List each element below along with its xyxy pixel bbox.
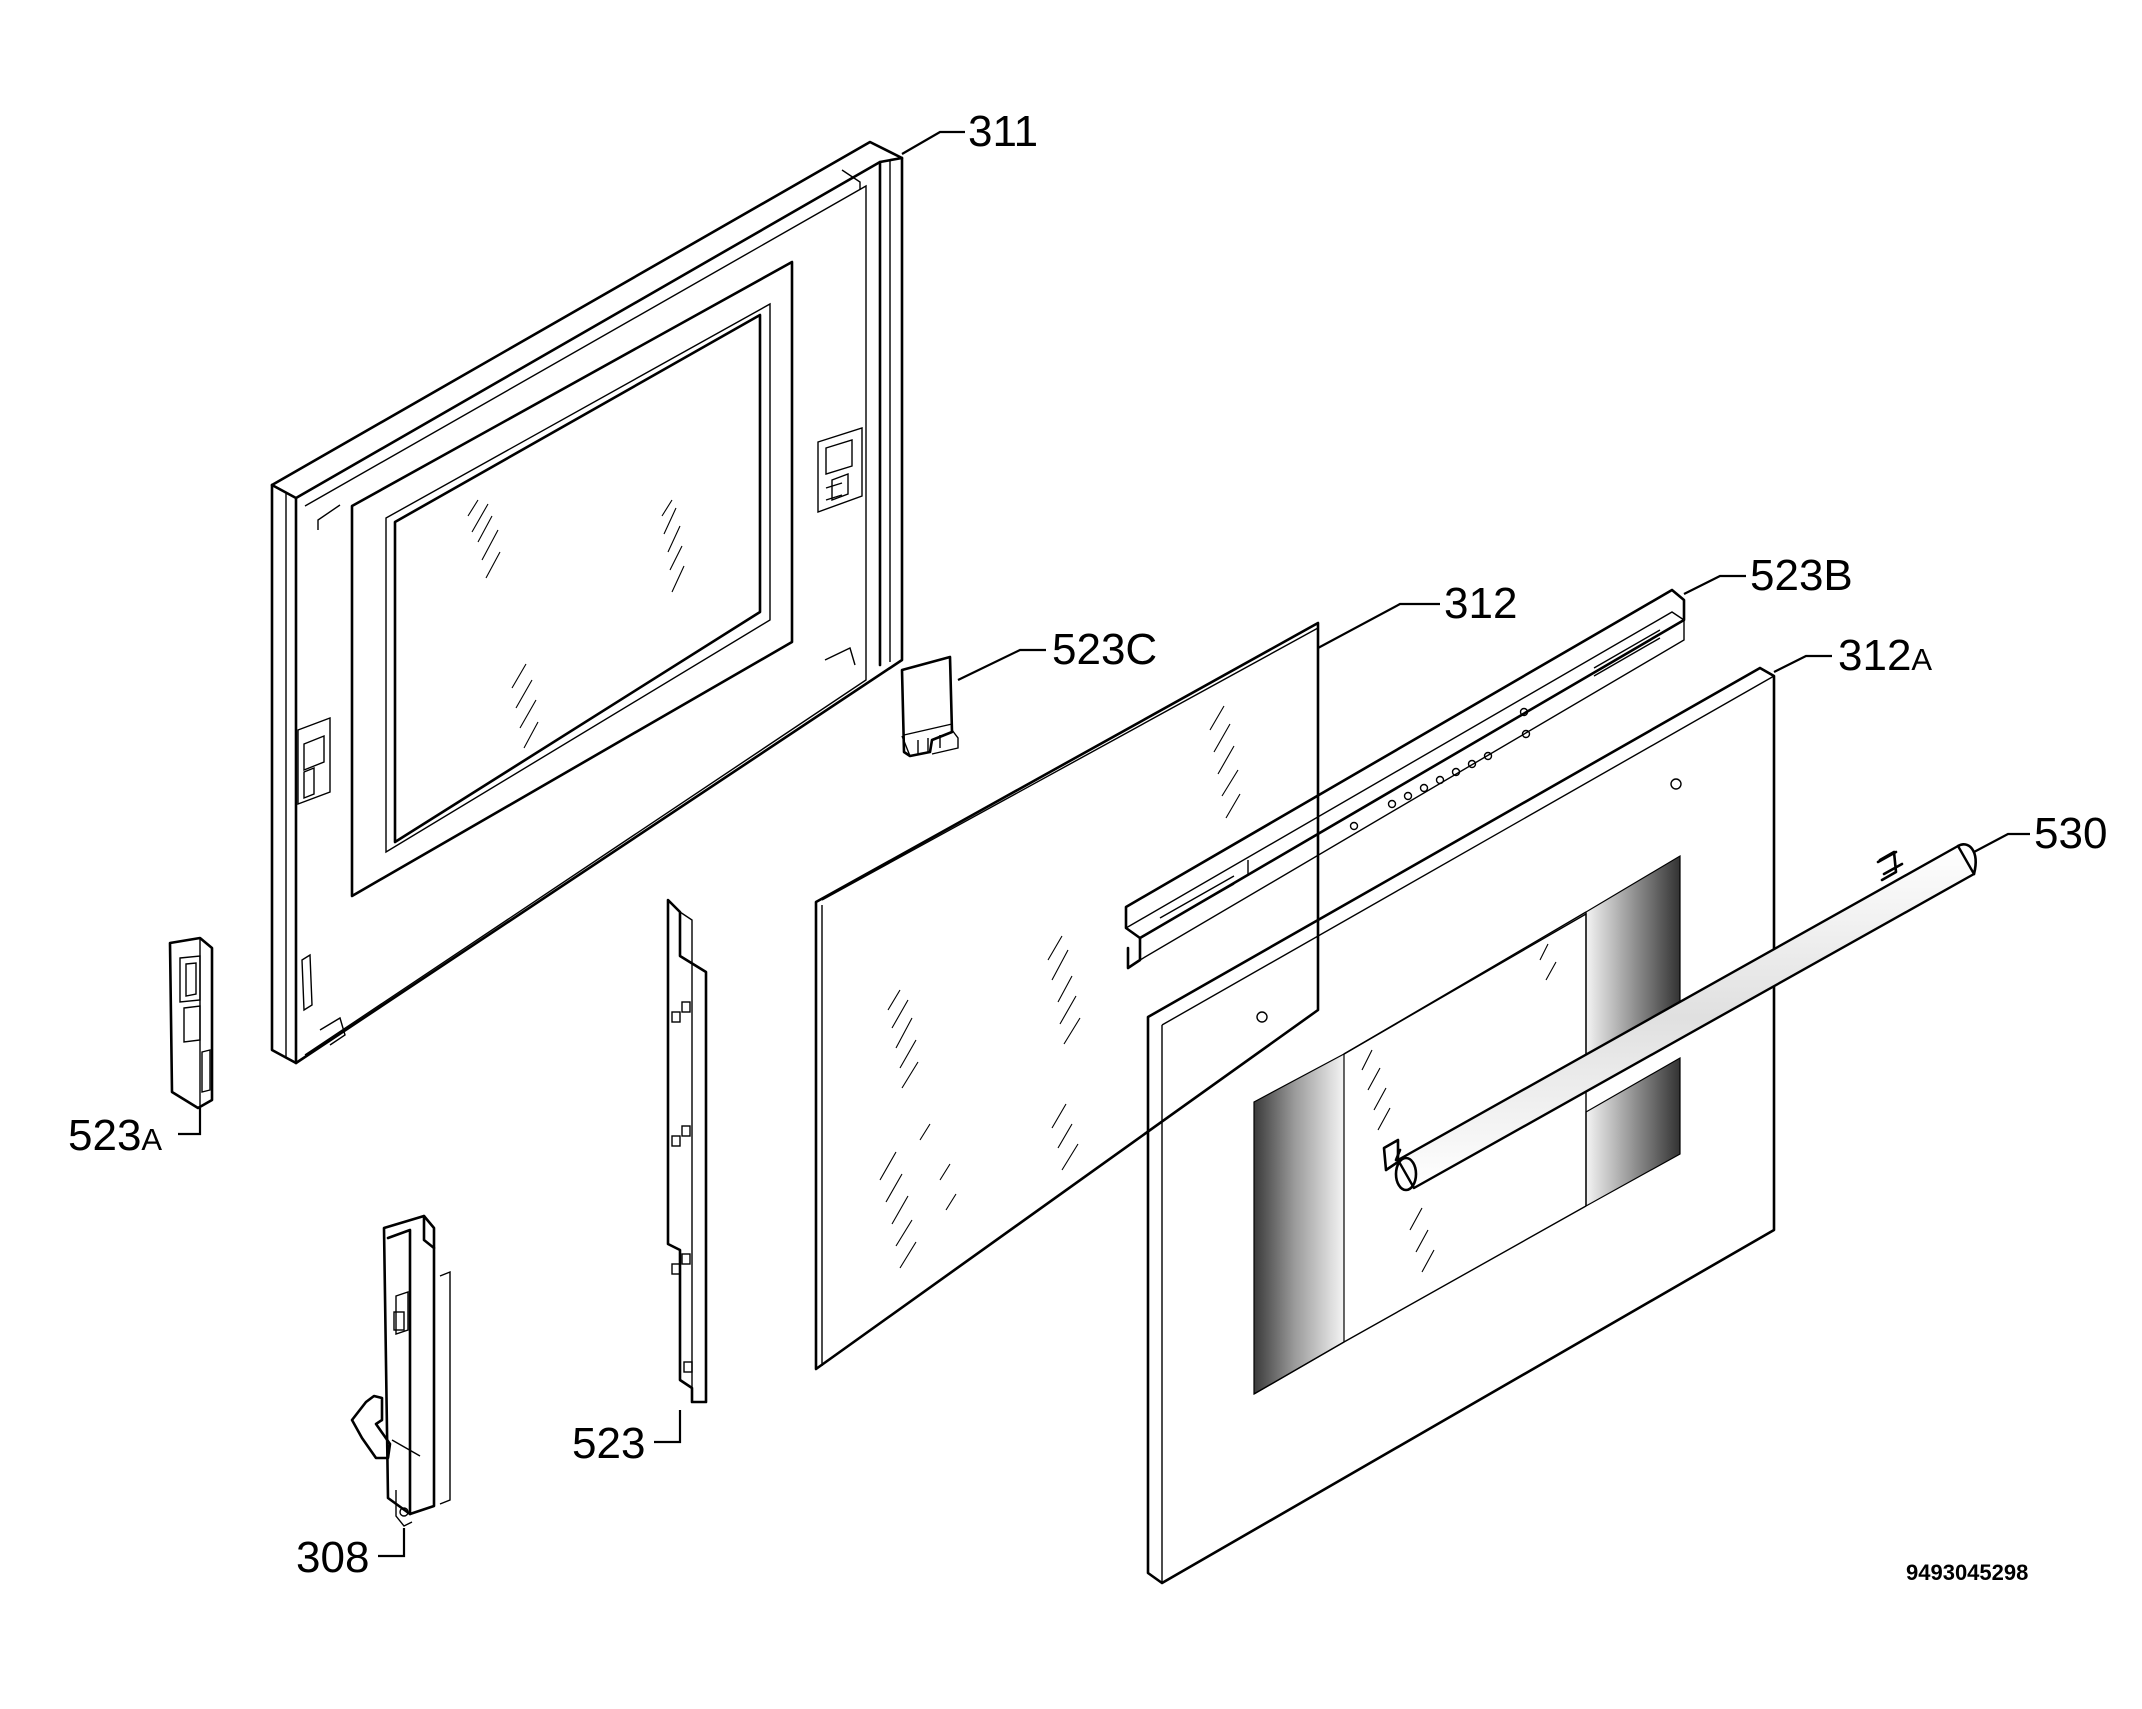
part-523B-top-profile (1124, 588, 1686, 970)
hinge-bracket-right (817, 427, 863, 513)
callout-312A: 312A (1773, 631, 1932, 680)
callout-311-label: 311 (968, 107, 1038, 156)
callout-312-label: 312 (1444, 579, 1517, 628)
callout-523A: 523A (68, 1108, 202, 1160)
callout-523A-label: 523A (68, 1111, 162, 1160)
profile-holes (1349, 707, 1531, 831)
callout-523-label: 523 (572, 1419, 645, 1468)
callout-308-label: 308 (296, 1533, 369, 1582)
part-523-side-profile (666, 898, 708, 1404)
callout-312: 312 (1317, 579, 1517, 649)
callout-523: 523 (572, 1410, 682, 1468)
callout-311: 311 (901, 107, 1038, 156)
callout-312A-label: 312A (1838, 631, 1932, 680)
part-312-inner-glass-panel (814, 621, 1320, 1371)
part-523C-clip (900, 655, 959, 758)
callout-523C-label: 523C (1052, 625, 1157, 674)
callout-523B-label: 523B (1750, 551, 1853, 600)
callout-523C: 523C (957, 625, 1157, 681)
part-530-door-handle (1382, 843, 1977, 1192)
callout-530: 530 (1973, 809, 2107, 858)
document-code: 9493045298 (1906, 1560, 2028, 1585)
callout-530-label: 530 (2034, 809, 2107, 858)
part-311-inner-door-frame (270, 140, 904, 1065)
window-shade-left (1253, 1053, 1345, 1396)
callout-308: 308 (296, 1528, 406, 1582)
part-523A-latch (168, 936, 214, 1110)
callout-523B: 523B (1683, 551, 1853, 600)
part-308-hinge (350, 1214, 451, 1527)
hinge-bracket-left (297, 716, 331, 806)
